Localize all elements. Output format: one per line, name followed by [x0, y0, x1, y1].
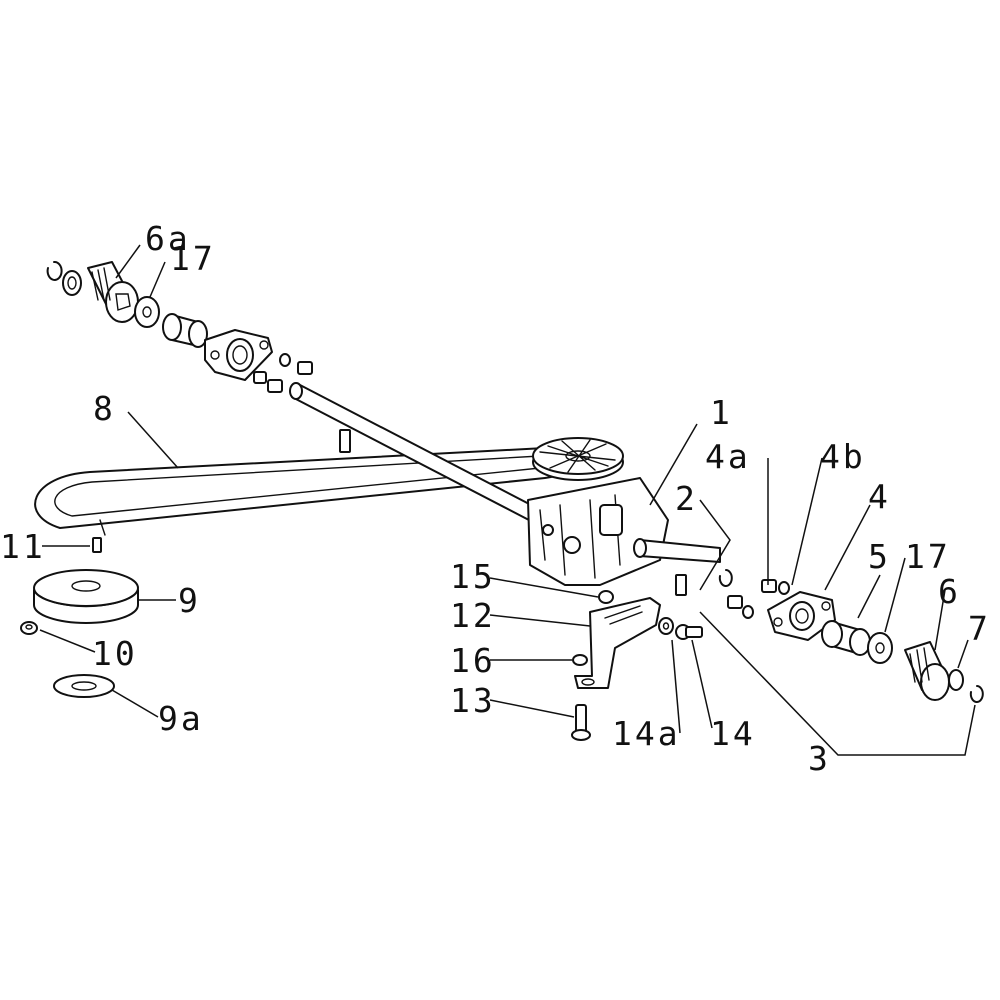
callout-17-right: 17	[905, 537, 951, 576]
callout-12: 12	[450, 596, 496, 635]
callout-17-left: 17	[170, 239, 216, 278]
pinion-6	[904, 641, 950, 701]
callout-14: 14	[710, 714, 756, 753]
callout-5: 5	[868, 537, 891, 576]
bolts-left	[253, 353, 313, 393]
engine-pulley	[33, 569, 139, 624]
callout-15: 15	[450, 557, 496, 596]
callout-3: 3	[808, 739, 831, 778]
flange-bearing-4	[767, 591, 836, 641]
callout-8: 8	[93, 389, 116, 428]
callout-10: 10	[92, 634, 138, 673]
bolts-right	[727, 579, 790, 619]
bolt-13	[571, 704, 591, 741]
callout-4b: 4b	[820, 437, 866, 476]
circlip-small	[718, 569, 733, 587]
washer-17-left	[134, 296, 160, 328]
circlip-right	[969, 685, 984, 703]
transmission	[527, 437, 721, 586]
callout-6a: 6a	[145, 219, 191, 258]
key-2	[675, 574, 687, 596]
washer-16	[572, 654, 588, 666]
callout-6: 6	[938, 572, 961, 611]
callout-4: 4	[868, 477, 891, 516]
callout-1: 1	[710, 393, 733, 432]
washer-17-right	[867, 632, 893, 664]
washer-9a	[53, 674, 115, 698]
callout-7: 7	[968, 609, 991, 648]
mounting-bracket	[574, 597, 661, 689]
callout-2: 2	[675, 479, 698, 518]
flange-bearing-left	[204, 329, 273, 381]
bolt-14	[675, 624, 703, 640]
leader-lines	[39, 244, 976, 756]
washer-14a	[658, 617, 674, 635]
washer-left	[62, 270, 82, 296]
nut-15	[598, 590, 614, 604]
callout-4a: 4a	[705, 437, 751, 476]
bushing-5	[821, 620, 871, 656]
callout-13: 13	[450, 681, 496, 720]
bolt-10	[20, 621, 38, 635]
callout-9a: 9a	[158, 699, 204, 738]
key-shaft	[339, 429, 351, 453]
callout-labels: 1 4a 4b 2 4 5 17 6 7 3 14a 14 6a 17 8 11…	[0, 219, 991, 778]
callout-11: 11	[0, 527, 46, 566]
bushing-left	[162, 313, 208, 348]
callout-16: 16	[450, 641, 496, 680]
pinion-6a	[87, 261, 139, 323]
callout-9: 9	[178, 581, 201, 620]
callout-14a: 14a	[612, 714, 681, 753]
key-11	[92, 537, 102, 553]
washer-7	[948, 669, 964, 691]
circlip-left	[46, 260, 63, 281]
